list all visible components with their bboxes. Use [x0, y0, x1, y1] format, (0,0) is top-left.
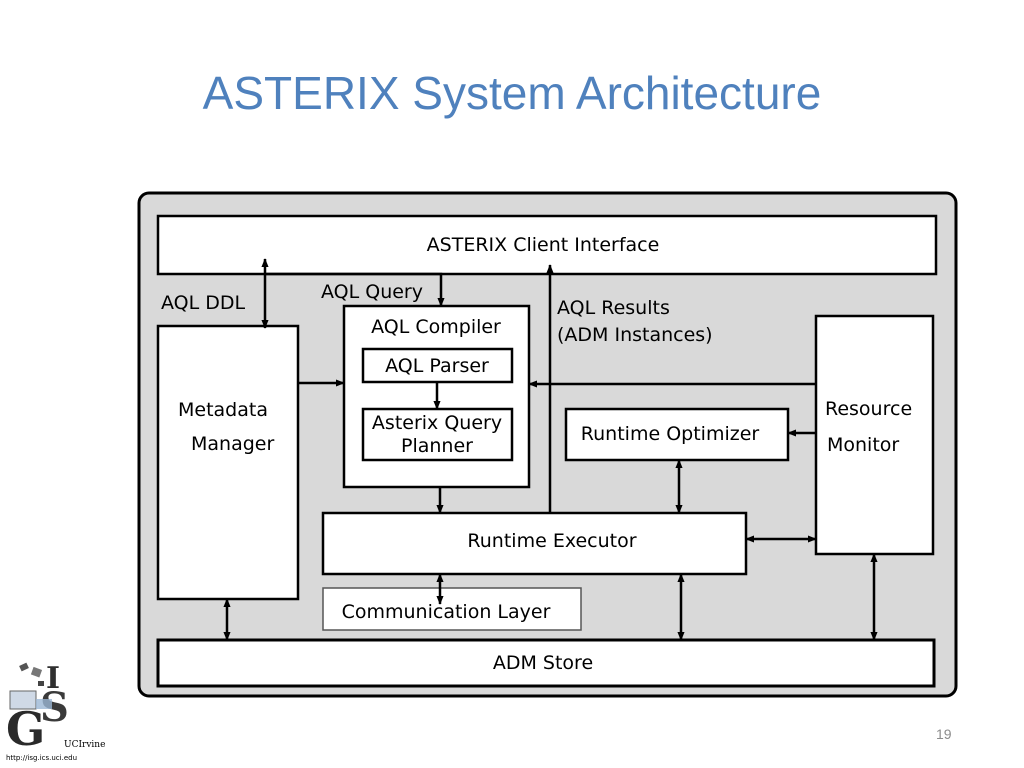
adm-store-box: ADM Store: [156, 638, 936, 688]
svg-text:I: I: [46, 661, 60, 696]
svg-text:G: G: [6, 702, 45, 756]
communication-layer-box: Communication Layer: [322, 587, 582, 631]
metadata-manager-label-line1: Metadata: [178, 399, 268, 421]
query-planner-label-line1: Asterix Query: [372, 412, 502, 434]
metadata-manager-label-line2: Manager: [191, 433, 274, 455]
isg-logo-org: UCIrvine: [64, 740, 105, 750]
runtime-executor-box: Runtime Executor: [321, 511, 748, 576]
aql-parser-box: AQL Parser: [361, 347, 514, 384]
runtime-executor-label: Runtime Executor: [467, 530, 636, 552]
aql-query-arrow: [265, 272, 445, 307]
runtime-optimizer-label: Runtime Optimizer: [581, 423, 760, 445]
query-planner-box: Asterix Query Planner: [361, 407, 514, 462]
query-planner-label-line2: Planner: [401, 435, 473, 457]
isg-logo-url: http://isg.ics.uci.edu: [6, 754, 78, 762]
aql-ddl-label: AQL DDL: [161, 292, 246, 314]
slide-title: ASTERIX System Architecture: [202, 67, 822, 119]
aql-results-label-line2: (ADM Instances): [557, 324, 713, 346]
communication-layer-label: Communication Layer: [342, 601, 551, 623]
adm-store-label: ADM Store: [493, 652, 593, 674]
resource-monitor-box: Resource Monitor: [814, 314, 935, 556]
metadata-manager-box: Metadata Manager: [156, 324, 300, 601]
client-interface-label: ASTERIX Client Interface: [427, 234, 660, 256]
runtime-optimizer-box: Runtime Optimizer: [564, 407, 790, 462]
aql-parser-label: AQL Parser: [385, 355, 489, 377]
aql-results-label-line1: AQL Results: [557, 297, 670, 319]
aql-query-label: AQL Query: [321, 281, 423, 303]
isg-logo-mark: I S G: [6, 661, 69, 756]
resource-monitor-label-line2: Monitor: [827, 434, 899, 456]
isg-logo: I S G UCIrvine: [6, 661, 105, 756]
client-interface-box: ASTERIX Client Interface: [156, 214, 938, 276]
page-number: 19: [936, 726, 952, 742]
aql-compiler-label: AQL Compiler: [371, 316, 501, 338]
resource-monitor-label-line1: Resource: [825, 398, 912, 420]
